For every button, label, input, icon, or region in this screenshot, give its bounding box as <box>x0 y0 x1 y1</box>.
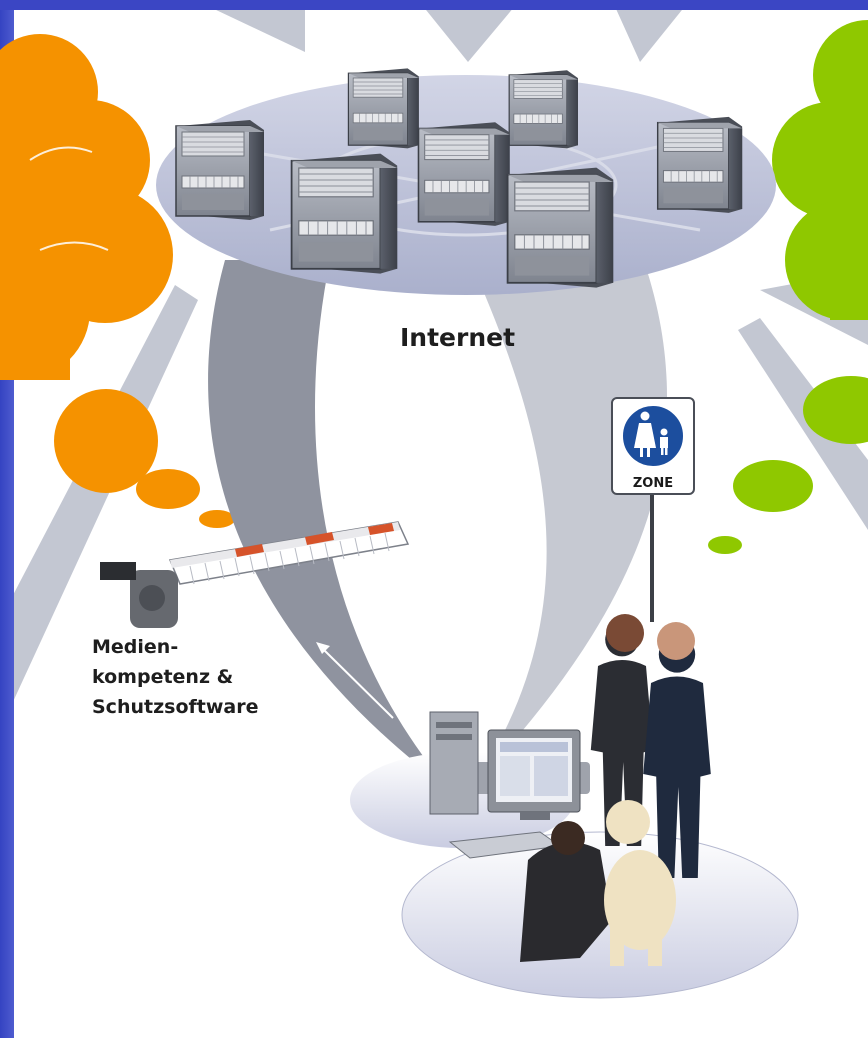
orange-cloud-contours <box>29 146 109 251</box>
server-icon <box>656 116 743 214</box>
pedestrian-zone-sign-icon: ZONE <box>611 397 695 622</box>
protection-label-line-2: kompetenz & <box>92 666 234 688</box>
protection-label-line-1: Medien- <box>92 636 179 658</box>
top-banner-bar <box>0 0 868 10</box>
computer-icon <box>429 711 590 859</box>
dog-figure <box>604 800 676 966</box>
server-icon <box>175 119 265 221</box>
server-icon <box>508 69 579 150</box>
kneeling-girl-figure <box>520 842 612 962</box>
family-with-dog-icon <box>520 614 711 966</box>
protection-label-line-3: Schutzsoftware <box>92 696 259 718</box>
orange-thought-cloud <box>0 34 235 528</box>
server-icon <box>506 166 615 289</box>
server-icon <box>290 152 399 275</box>
server-icon <box>347 67 420 149</box>
right-path-arc <box>470 250 667 790</box>
sign-zone-text: ZONE <box>633 476 673 491</box>
boom-barrier-icon <box>100 521 410 628</box>
internet-label: Internet <box>400 323 516 352</box>
left-path-arc <box>208 260 450 790</box>
green-thought-cloud <box>708 20 868 554</box>
server-icon <box>417 121 511 227</box>
